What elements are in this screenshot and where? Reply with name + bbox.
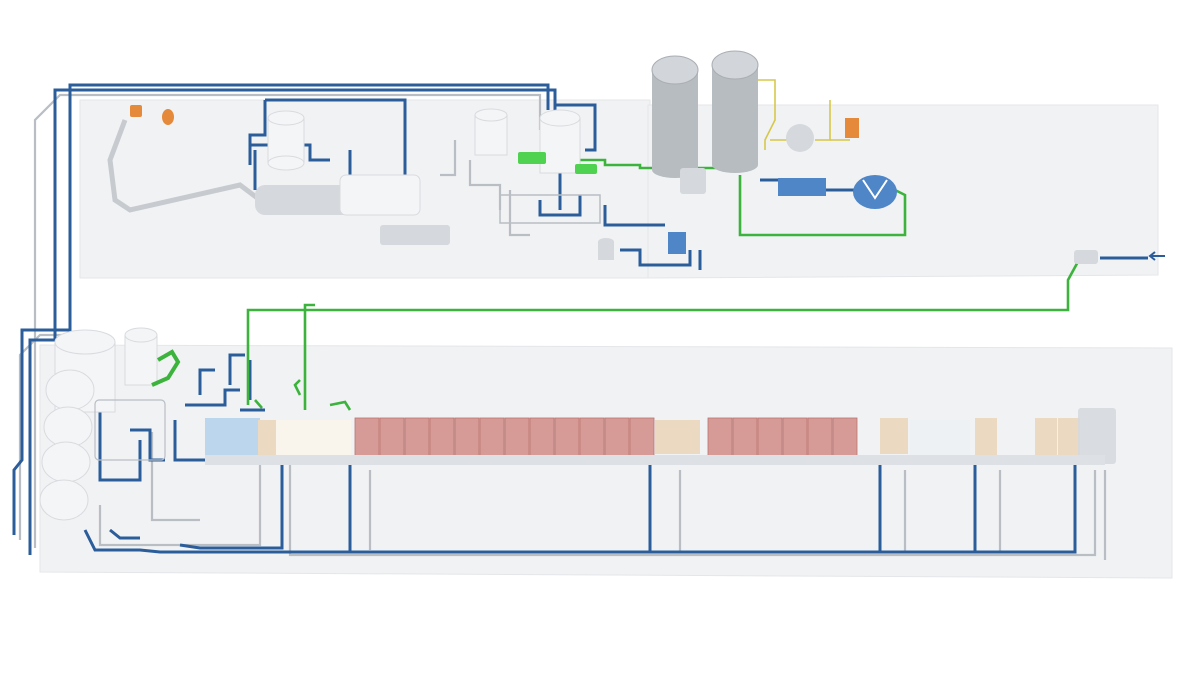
skid-unit (380, 225, 450, 245)
kiln-chamber-17 (807, 417, 833, 457)
process-skid (94, 399, 166, 461)
feed-bin (162, 109, 174, 125)
kiln-chamber-14 (732, 417, 758, 457)
tank-column-3 (41, 441, 91, 483)
kiln-chamber-15 (757, 417, 783, 457)
kiln-chamber-16 (782, 417, 808, 457)
pipe-green-main (246, 257, 1082, 405)
floor-slabs (39, 99, 1173, 579)
production-line (205, 408, 1116, 465)
storage-tank-left (267, 110, 305, 171)
kiln-chamber-11 (604, 417, 630, 457)
small-vessel (598, 238, 614, 260)
stacker (1078, 408, 1116, 464)
kiln-chamber-3 (404, 417, 430, 457)
conveyor-incline (107, 119, 262, 213)
clarifier-tank (853, 175, 897, 209)
pressure-vessel (786, 124, 814, 152)
setting-belt (276, 420, 351, 456)
tank-column-2 (43, 406, 93, 448)
kiln-chamber-10 (579, 417, 605, 457)
green-dosing-unit (151, 349, 181, 387)
kiln-chamber-2 (379, 417, 405, 457)
preparation-line (107, 105, 614, 260)
board-stack-1 (880, 418, 908, 454)
board-stack-4 (1058, 418, 1080, 456)
kiln-chamber-1 (354, 417, 380, 457)
hopper (130, 105, 142, 117)
silo-area (651, 50, 1165, 264)
pipe-blue-outer-loop (12, 83, 550, 535)
kiln-chamber-18 (832, 417, 858, 457)
silo-right (711, 50, 759, 173)
filter-blue-unit (668, 232, 686, 254)
board-stack-3 (1035, 418, 1057, 456)
tank-column-4 (39, 479, 89, 521)
green-pipe-network (246, 156, 1082, 411)
kiln-chamber-6 (479, 417, 505, 457)
kiln-chamber-5 (454, 417, 480, 457)
forming-station (205, 418, 260, 458)
inspection-zone (910, 420, 970, 456)
kiln-sections (354, 417, 858, 457)
kiln-chamber-12 (629, 417, 655, 457)
gas-pipe-network (755, 79, 850, 150)
tank-cluster (39, 327, 181, 521)
frame-structure (499, 194, 601, 224)
blue-pipe-network (12, 83, 1148, 555)
cooler-section (655, 420, 700, 454)
pipe-blue-inner-loop (28, 88, 557, 555)
mixer-housing (339, 174, 421, 216)
storage-tank-middle (474, 108, 508, 156)
kiln-chamber-7 (504, 417, 530, 457)
fan-unit (680, 168, 706, 194)
tank-column-1 (45, 369, 95, 411)
tank-small (124, 327, 158, 386)
kiln-chamber-4 (429, 417, 455, 457)
silo-left (651, 55, 699, 178)
inlet-pump (1074, 250, 1098, 264)
arrow-left-icon (1148, 251, 1165, 261)
conveyor-bed (205, 455, 1105, 465)
kiln-chamber-13 (707, 417, 733, 457)
gas-burner (845, 118, 859, 138)
board-roller-1 (258, 420, 276, 456)
kiln-chamber-8 (529, 417, 555, 457)
green-mixer-unit-2 (575, 164, 597, 174)
green-mixer-unit-1 (518, 152, 546, 164)
kiln-chamber-9 (554, 417, 580, 457)
filter-bank (778, 178, 826, 196)
board-stack-2 (975, 418, 997, 456)
storage-tank-right (539, 109, 581, 174)
